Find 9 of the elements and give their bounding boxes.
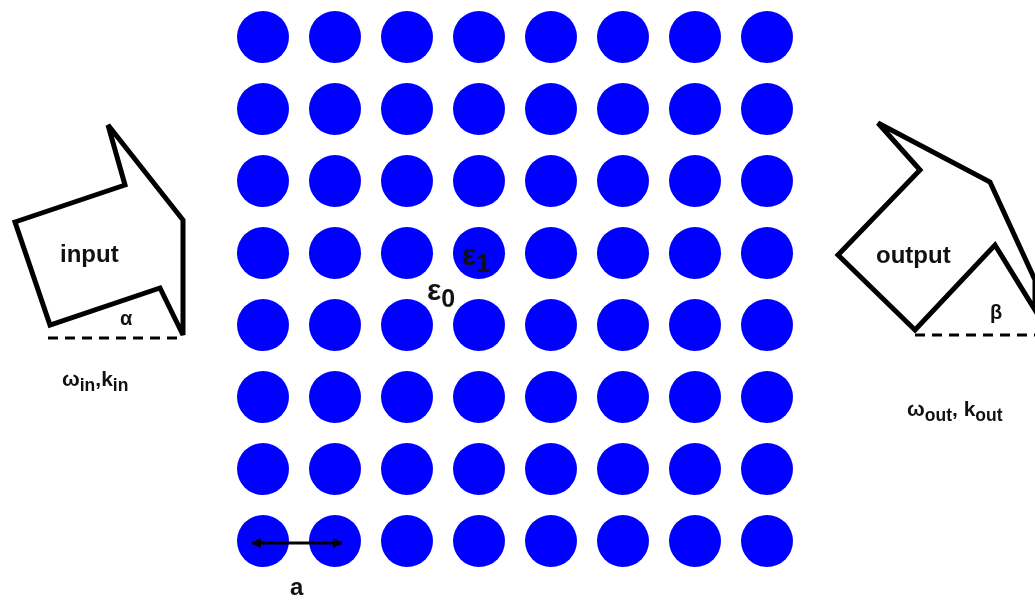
permittivity-symbol: ε$_{1}$ [462,240,491,276]
arrow-label: input [60,242,119,266]
frequency-wavevector-label: ω$_{out}$, k$_{out}$ [907,398,1003,425]
angle-symbol: α [120,308,133,328]
arrow-label: output [876,243,951,267]
dimension-label: a [290,575,304,599]
frequency-wavevector-label: ω$_{in}$,k$_{in}$ [62,368,129,395]
angle-symbol: β [990,302,1003,322]
permittivity-symbol: ε$_{0}$ [427,275,456,311]
